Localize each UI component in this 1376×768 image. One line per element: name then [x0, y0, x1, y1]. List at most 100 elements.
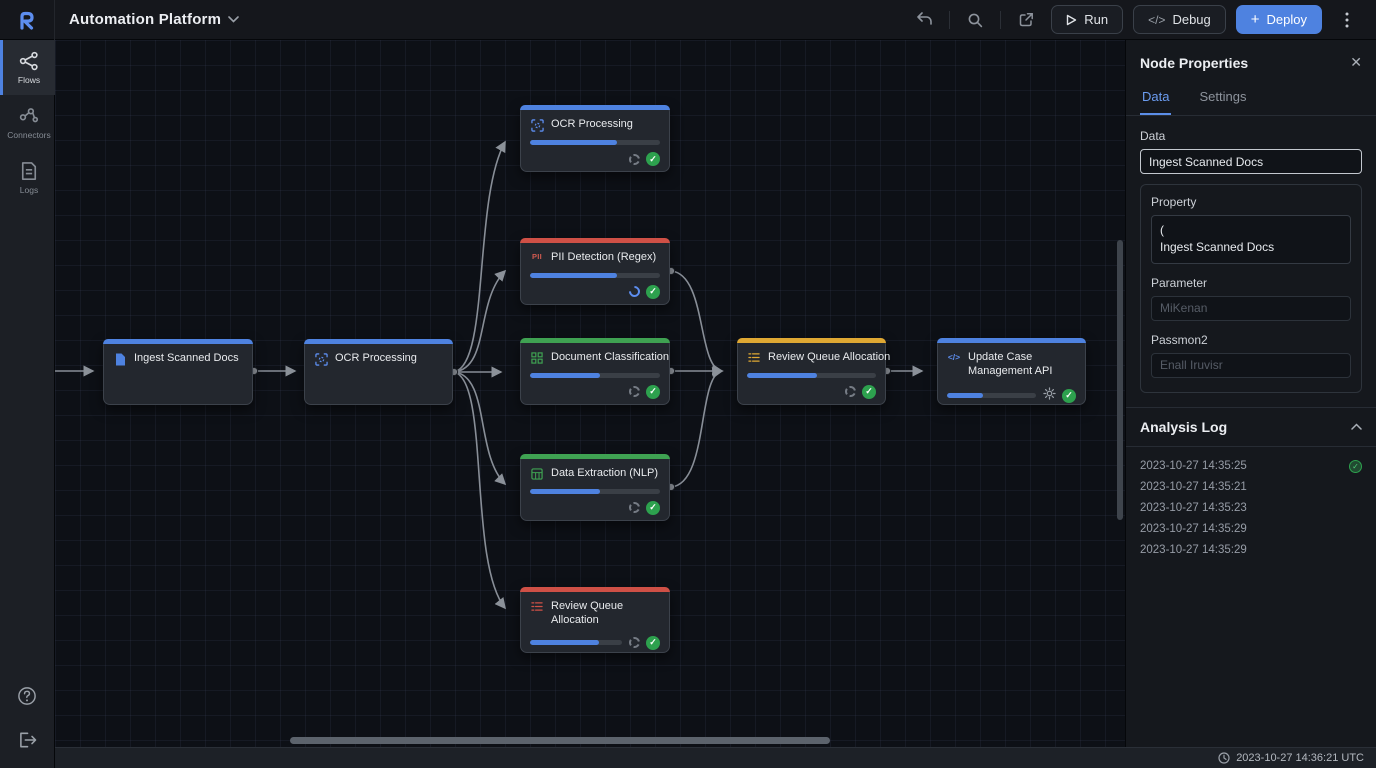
search-button[interactable] — [960, 5, 990, 35]
export-button[interactable] — [1011, 5, 1041, 35]
spinner-icon — [629, 153, 640, 165]
logs-icon — [21, 162, 37, 180]
node-update-case-management-api[interactable]: </> Update Case Management API ✓ — [937, 338, 1086, 405]
app-logo[interactable] — [0, 0, 55, 40]
node-data-extraction[interactable]: Data Extraction (NLP) ✓ — [520, 454, 670, 521]
success-check-icon: ✓ — [1349, 459, 1362, 473]
node-title: Update Case Management API — [968, 351, 1053, 377]
flow-canvas[interactable]: Ingest Scanned Docs OCR Processing — [55, 40, 1125, 747]
run-button[interactable]: Run — [1051, 5, 1124, 34]
list-icon — [747, 352, 761, 363]
connectors-icon — [19, 108, 39, 123]
node-title: Review Queue Allocation — [551, 600, 624, 626]
log-timestamp: 2023-10-27 14:35:25 — [1140, 460, 1247, 473]
node-accent-bar — [937, 338, 1086, 343]
analysis-log-title: Analysis Log — [1140, 418, 1228, 435]
tab-settings[interactable]: Settings — [1199, 89, 1247, 104]
separator — [1000, 10, 1002, 29]
sidebar-item-connectors[interactable]: Connectors — [0, 95, 55, 150]
data-input[interactable] — [1140, 149, 1362, 174]
log-timestamp: 2023-10-27 14:35:29 — [1140, 544, 1247, 557]
success-check-icon: ✓ — [646, 384, 660, 399]
undo-icon — [916, 12, 932, 25]
workspace-switcher[interactable]: Automation Platform — [69, 11, 239, 28]
node-title: Ingest Scanned Docs — [134, 352, 239, 364]
node-title: PII Detection (Regex) — [551, 251, 657, 263]
analysis-log-header[interactable]: Analysis Log — [1126, 406, 1376, 447]
table-icon — [530, 468, 544, 480]
logo-icon — [20, 11, 34, 30]
status-timestamp: 2023-10-27 14:36:21 UTC — [1236, 752, 1364, 764]
panel-title: Node Properties — [1140, 54, 1249, 71]
play-icon — [1067, 14, 1077, 25]
tab-data[interactable]: Data — [1140, 83, 1172, 115]
node-progress — [947, 393, 1036, 398]
property-line: ( — [1160, 223, 1164, 237]
node-accent-bar — [737, 338, 886, 343]
kebab-menu-icon — [1345, 12, 1349, 27]
logout-button[interactable] — [17, 731, 37, 754]
node-review-queue-allocation-branch[interactable]: Review Queue Allocation ✓ — [520, 587, 670, 653]
gear-icon — [1043, 386, 1056, 405]
node-accent-bar — [304, 339, 453, 344]
panel-tabs: Data Settings — [1126, 79, 1376, 116]
app-title: Automation Platform — [69, 11, 222, 28]
node-ingest-scanned-docs[interactable]: Ingest Scanned Docs — [103, 339, 253, 405]
log-timestamp: 2023-10-27 14:35:29 — [1140, 523, 1247, 536]
node-accent-bar — [520, 105, 670, 110]
debug-button[interactable]: </> Debug — [1133, 5, 1226, 34]
deploy-label: Deploy — [1266, 12, 1307, 27]
pii-icon: PII — [531, 252, 543, 261]
node-accent-bar — [520, 238, 670, 243]
top-bar: Automation Platform — [0, 0, 1376, 40]
log-timestamp: 2023-10-27 14:35:21 — [1140, 481, 1247, 494]
node-review-queue-allocation-main[interactable]: Review Queue Allocation ✓ — [737, 338, 890, 405]
list-icon — [530, 601, 544, 612]
node-accent-bar — [520, 454, 670, 459]
code-icon: </> — [1148, 12, 1166, 27]
file-icon — [113, 353, 127, 366]
passmon2-input[interactable] — [1151, 352, 1351, 378]
close-panel-button[interactable]: ✕ — [1350, 54, 1362, 70]
property-line: Ingest Scanned Docs — [1160, 240, 1275, 255]
parameter-field-label: Parameter — [1151, 275, 1208, 290]
deploy-button[interactable]: + Deploy — [1235, 5, 1322, 34]
vertical-scrollbar[interactable] — [1117, 240, 1123, 520]
node-document-classification[interactable]: Document Classification ✓ — [520, 338, 670, 405]
undo-button[interactable] — [909, 5, 939, 35]
success-check-icon: ✓ — [862, 384, 876, 399]
node-properties-panel: Node Properties ✕ Data Settings Data Pro… — [1125, 40, 1376, 747]
node-ocr-processing-main[interactable]: OCR Processing — [304, 339, 453, 405]
node-title: OCR Processing — [335, 352, 417, 364]
logout-icon — [20, 732, 37, 748]
status-bar: 2023-10-27 14:36:21 UTC — [55, 747, 1376, 768]
sidebar-item-logs[interactable]: Logs — [0, 150, 55, 205]
search-icon — [968, 13, 983, 27]
property-field-label: Property — [1151, 195, 1197, 209]
parameter-input[interactable] — [1151, 295, 1351, 321]
spinner-icon — [629, 386, 640, 398]
data-field-label: Data — [1140, 129, 1166, 143]
property-textarea[interactable]: ( Ingest Scanned Docs — [1151, 215, 1351, 264]
horizontal-scrollbar[interactable] — [290, 737, 830, 744]
sidebar-item-label: Logs — [19, 185, 39, 195]
node-pii-detection[interactable]: PII PII Detection (Regex) ✓ — [520, 238, 670, 305]
log-timestamp: 2023-10-27 14:35:23 — [1140, 502, 1247, 515]
node-progress — [530, 272, 660, 278]
spinner-icon — [629, 502, 640, 514]
sidebar-item-flows[interactable]: Flows — [0, 40, 55, 95]
node-accent-bar — [520, 338, 670, 343]
node-title: Document Classification — [551, 351, 669, 363]
field-group: Property ( Ingest Scanned Docs Parameter… — [1140, 184, 1362, 393]
sidebar-spacer — [0, 205, 54, 686]
plus-icon: + — [1250, 11, 1260, 28]
overflow-menu-button[interactable] — [1332, 5, 1362, 35]
node-progress — [530, 488, 660, 494]
clock-icon — [1218, 752, 1230, 764]
sidebar-item-label: Flows — [17, 75, 41, 85]
node-ocr-processing-branch[interactable]: OCR Processing ✓ — [520, 105, 670, 172]
help-button[interactable] — [17, 686, 37, 711]
help-icon — [18, 687, 36, 705]
log-entry: 2023-10-27 14:35:29 — [1140, 540, 1362, 561]
log-entry: 2023-10-27 14:35:25 ✓ — [1140, 456, 1362, 477]
